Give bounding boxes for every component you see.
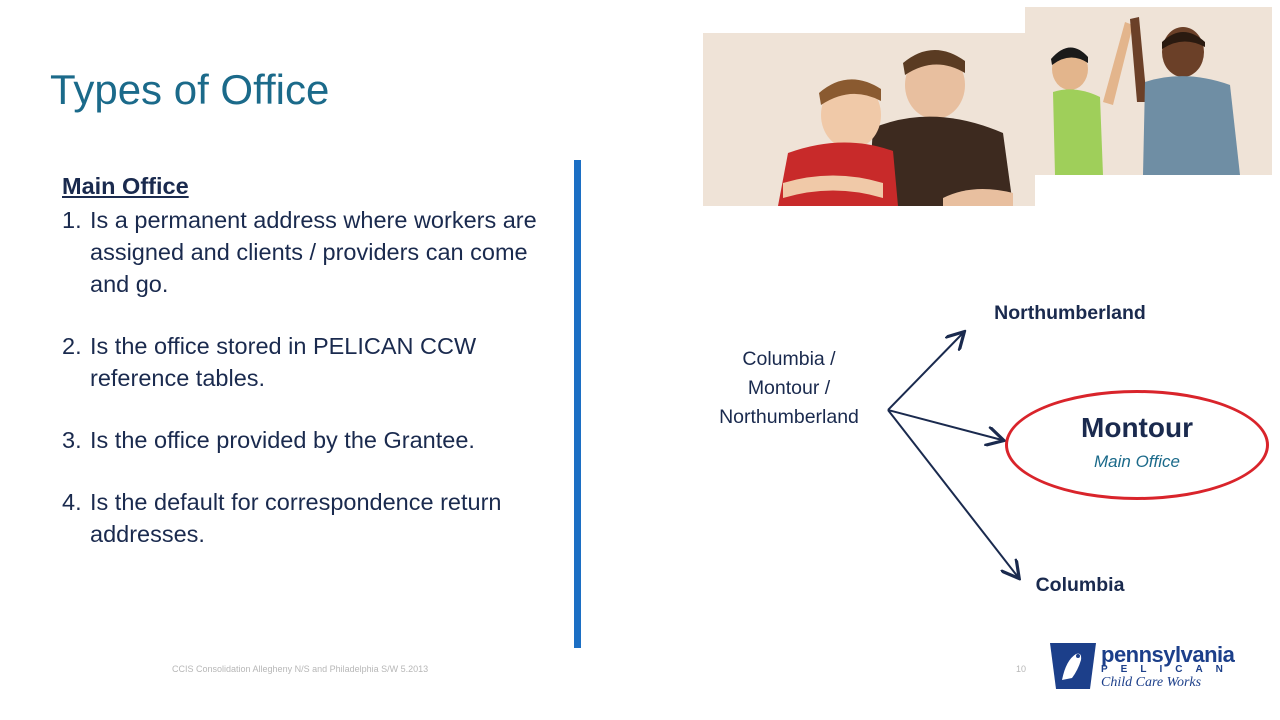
arrow-to-montour — [887, 409, 1002, 440]
logo-tagline: Child Care Works — [1101, 675, 1202, 690]
arrow-to-columbia — [887, 409, 1018, 577]
source-line: Montour / — [747, 377, 831, 399]
list-number: 4. — [62, 489, 82, 515]
target-montour: Montour — [1081, 412, 1193, 443]
logo-wordmark: pennsylvania — [1101, 642, 1235, 667]
list-number: 1. — [62, 207, 82, 233]
logo-program: PELICAN — [1101, 664, 1236, 675]
page-number: 10 — [1016, 664, 1027, 674]
diagram-source-label: Columbia / Montour / Northumberland — [694, 345, 884, 432]
main-office-content: Main Office 1. Is a permanent address wh… — [62, 170, 562, 580]
vertical-divider — [574, 160, 581, 648]
section-heading: Main Office — [62, 173, 189, 199]
arrow-to-northumberland — [887, 333, 963, 411]
list-item: 4. Is the default for correspondence ret… — [62, 486, 562, 550]
photo-boys-high-five — [1025, 7, 1272, 175]
keystone-logo-icon — [1050, 643, 1096, 689]
footer-text: CCIS Consolidation Allegheny N/S and Phi… — [172, 664, 429, 674]
target-columbia: Columbia — [1035, 574, 1125, 596]
list-text: Is the office provided by the Grantee. — [90, 427, 475, 453]
target-montour-subtitle: Main Office — [1094, 452, 1180, 471]
list-text: Is the office stored in PELICAN CCW refe… — [90, 333, 477, 391]
list-item: 3. Is the office provided by the Grantee… — [62, 424, 562, 456]
slide-title: Types of Office — [50, 66, 330, 113]
list-item: 2. Is the office stored in PELICAN CCW r… — [62, 330, 562, 394]
list-text: Is the default for correspondence return… — [90, 489, 502, 547]
list-text: Is a permanent address where workers are… — [90, 207, 537, 297]
photo-boys-back-to-back — [703, 33, 1035, 206]
list-item: 1. Is a permanent address where workers … — [62, 204, 562, 300]
source-line: Northumberland — [719, 406, 859, 428]
target-northumberland: Northumberland — [994, 302, 1146, 324]
source-line: Columbia / — [742, 348, 836, 370]
list-number: 3. — [62, 427, 82, 453]
list-number: 2. — [62, 333, 82, 359]
main-office-highlight-oval — [1005, 390, 1269, 500]
